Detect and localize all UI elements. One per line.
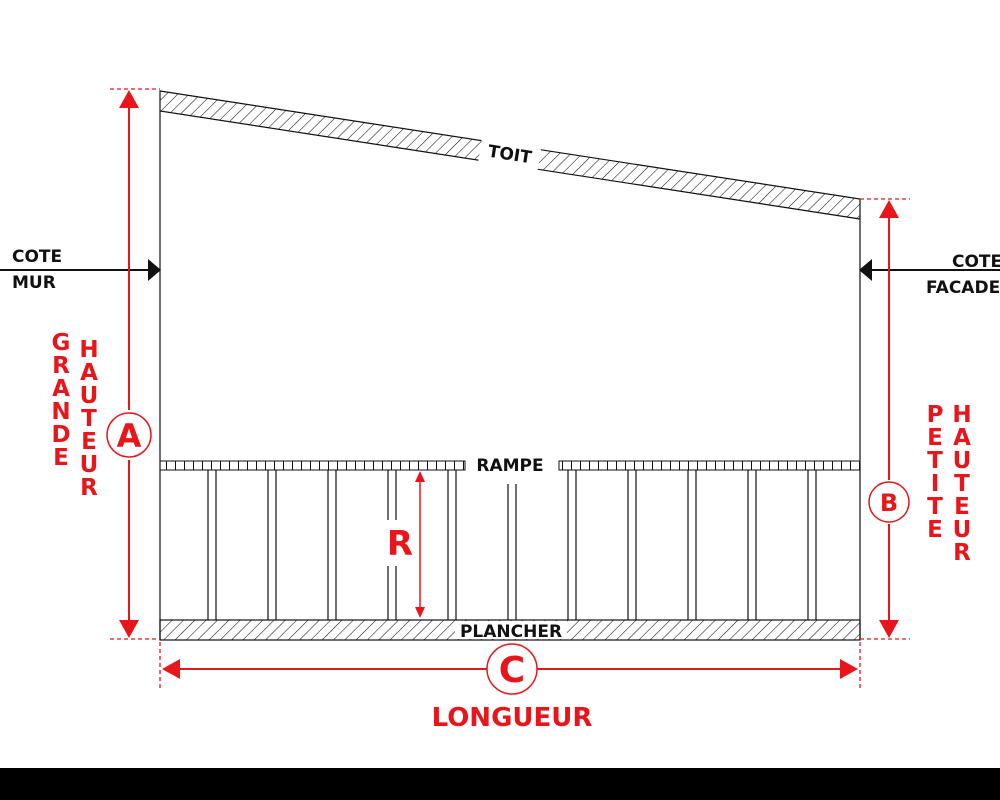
building-structure: TOIT RAMPE PLANCHER: [159, 90, 861, 642]
facade-side-label-line1: COTE: [952, 252, 1000, 272]
dim-c-letter: C: [499, 650, 525, 691]
railing-right: [558, 460, 861, 471]
dimension-b: B: [860, 198, 910, 640]
dim-b-arrow-down-icon: [879, 620, 899, 638]
railing-label: RAMPE: [476, 456, 543, 476]
large-height-word1: GRANDE: [48, 330, 74, 468]
facade-side-pointer: COTE FACADE: [859, 252, 1000, 298]
wall-side-label-line1: COTE: [12, 247, 62, 267]
dimension-a: A: [106, 88, 160, 640]
wall-side-pointer: COTE MUR: [0, 247, 161, 293]
dim-b-arrow-up-icon: [879, 200, 899, 218]
small-height-word1: PETITE: [922, 402, 948, 540]
length-label: LONGUEUR: [432, 703, 593, 733]
floor-label-bg: [455, 621, 567, 639]
dim-c-arrow-left-icon: [162, 659, 180, 679]
wall-side-label-line2: MUR: [12, 273, 56, 293]
roof-label-bg: [478, 135, 542, 171]
dim-r-arrow-up-icon: [415, 471, 425, 482]
dim-b-letter: B: [880, 489, 898, 517]
small-height-word2: HAUTEUR: [949, 402, 975, 563]
floor-label: PLANCHER: [460, 622, 562, 642]
dim-a-letter: A: [117, 417, 142, 455]
dim-r-letter: R: [387, 524, 413, 564]
balusters: [207, 470, 817, 620]
wall-side-arrow-icon: [148, 259, 161, 281]
dim-r-arrow-down-icon: [415, 607, 425, 618]
dimension-c: C LONGUEUR: [159, 642, 861, 733]
dim-c-arrow-right-icon: [840, 659, 858, 679]
facade-side-arrow-icon: [859, 259, 872, 281]
dimension-r: R: [384, 471, 425, 618]
dim-a-arrow-down-icon: [119, 620, 139, 638]
bottom-black-bar: [0, 768, 1000, 800]
large-height-word2: HAUTEUR: [76, 337, 102, 498]
dim-r-label-bg: [384, 520, 416, 566]
facade-side-label-line2: FACADE: [926, 278, 1000, 298]
railing-left: [159, 460, 466, 471]
dim-a-arrow-up-icon: [119, 90, 139, 108]
